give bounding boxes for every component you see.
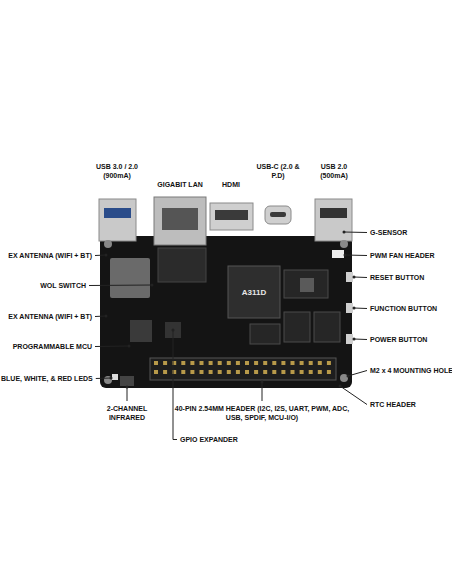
leader-line [340, 386, 367, 405]
header-pin [236, 361, 240, 365]
leader-line [127, 387, 128, 401]
part-label: WOL SWITCH [40, 281, 86, 290]
leader-dot [353, 276, 356, 279]
leader-line [89, 285, 152, 287]
part-label: USB 3.0 / 2.0 (900mA) [88, 162, 146, 180]
header-pin [327, 370, 331, 374]
part-label: PROGRAMMABLE MCU [13, 342, 92, 351]
header-pin [200, 370, 204, 374]
leader-line [354, 339, 367, 341]
header-pin [272, 370, 276, 374]
part-label: M2 x 4 MOUNTING HOLE [370, 366, 452, 375]
header-pin [309, 370, 313, 374]
part-label: FUNCTION BUTTON [370, 304, 437, 313]
part-label: EX ANTENNA (WIFI + BT) [8, 312, 92, 321]
leader-dot [128, 345, 131, 348]
header-pin [218, 361, 222, 365]
leader-line [344, 232, 367, 234]
part-label: USB 2.0 (500mA) [308, 162, 360, 180]
part-label: 2-CHANNEL INFRARED [102, 404, 152, 422]
leader-line [262, 382, 263, 401]
part-label: EX ANTENNA (WIFI + BT) [8, 251, 92, 260]
header-pin [163, 361, 167, 365]
leader-dot [339, 385, 342, 388]
part-label: PWM FAN HEADER [370, 251, 435, 260]
leader-dot [151, 284, 154, 287]
header-pin [181, 361, 185, 365]
leader-dot [353, 338, 356, 341]
header-pin [245, 361, 249, 365]
leader-dot [344, 254, 347, 257]
header-pin [300, 361, 304, 365]
header-pin [218, 370, 222, 374]
leader-dot [126, 386, 129, 389]
header-pin [181, 370, 185, 374]
part-label: 40-PIN 2.54MM HEADER (I2C, I2S, UART, PW… [174, 404, 350, 422]
leader-line [96, 378, 111, 380]
header-pin [236, 370, 240, 374]
header-pin [209, 361, 213, 365]
header-pin [190, 361, 194, 365]
header-pin [209, 370, 213, 374]
header-pin [154, 361, 158, 365]
header-pin [254, 370, 258, 374]
leader-line [354, 308, 367, 310]
part-label: RESET BUTTON [370, 273, 424, 282]
header-pin [281, 361, 285, 365]
header-pin [200, 361, 204, 365]
part-label: USB-C (2.0 & P.D) [253, 162, 303, 180]
leader-dot [347, 375, 350, 378]
header-pin [227, 361, 231, 365]
chip-marking: A311D [242, 288, 266, 297]
header-pin [309, 361, 313, 365]
leader-line [354, 277, 367, 279]
header-pin [272, 361, 276, 365]
part-label: G-SENSOR [370, 228, 407, 237]
leader-line [95, 346, 129, 348]
leader-line [95, 316, 106, 318]
leader-dot [353, 307, 356, 310]
header-pin [291, 370, 295, 374]
part-label: GIGABIT LAN [157, 180, 203, 189]
part-label: BLUE, WHITE, & RED LEDS [1, 374, 93, 383]
part-label: HDMI [222, 180, 240, 189]
leader-dot [105, 254, 108, 257]
header-pin [327, 361, 331, 365]
leader-dot [172, 329, 175, 332]
header-pin [281, 370, 285, 374]
leader-line [345, 255, 367, 257]
header-pin [263, 370, 267, 374]
header-pin [318, 370, 322, 374]
leader-dot [105, 315, 108, 318]
header-pin [163, 370, 167, 374]
leader-dot [110, 377, 113, 380]
header-pin [318, 361, 322, 365]
leader-line [348, 371, 367, 377]
header-pin [227, 370, 231, 374]
header-pin [245, 370, 249, 374]
leader-line [95, 255, 106, 257]
header-pin [190, 370, 194, 374]
part-label: RTC HEADER [370, 400, 416, 409]
part-label: POWER BUTTON [370, 335, 427, 344]
leader-line [173, 330, 177, 440]
header-pin [263, 361, 267, 365]
header-pin [254, 361, 258, 365]
header-pin [154, 370, 158, 374]
header-pin [300, 370, 304, 374]
header-pin [291, 361, 295, 365]
leader-dot [343, 231, 346, 234]
leader-dot [261, 381, 264, 384]
part-label: GPIO EXPANDER [180, 435, 238, 444]
